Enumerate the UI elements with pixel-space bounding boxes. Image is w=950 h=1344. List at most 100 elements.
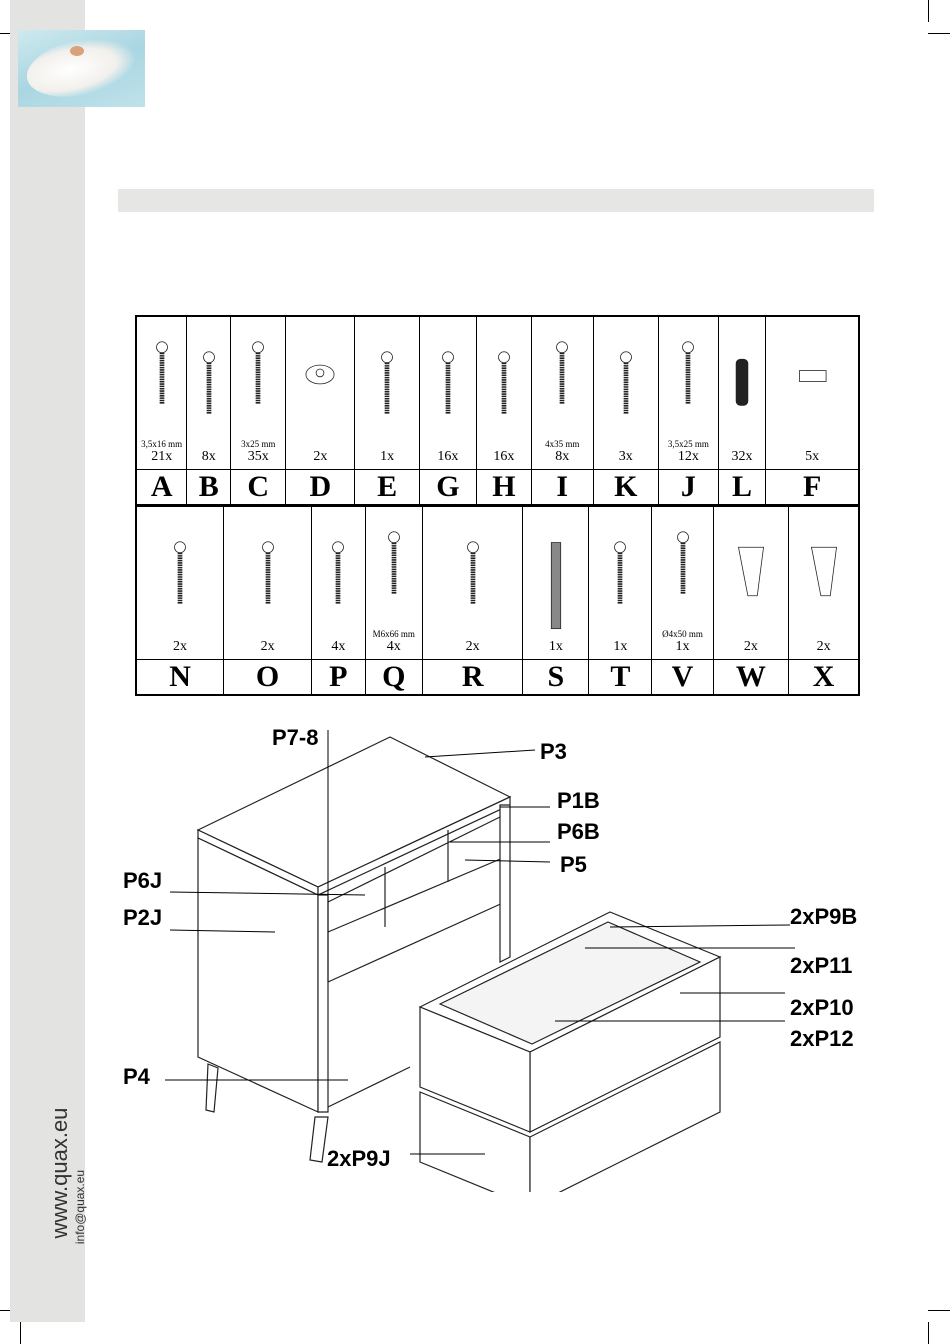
part-size: 3,5x16 mm: [141, 439, 183, 449]
part-quantity: 2x: [816, 639, 831, 654]
cam-bolt-icon: [441, 351, 454, 414]
part-letter: T: [588, 659, 653, 696]
dowel-icon: [735, 358, 749, 406]
part-letter: B: [186, 469, 232, 506]
crop-mark: [928, 1310, 950, 1311]
part-size: M6x66 mm: [372, 629, 415, 639]
sidebar: www.quax.eu info@quax.eu: [10, 0, 87, 1322]
part-quantity: 4x: [331, 639, 346, 654]
part-quantity: 1x: [613, 639, 628, 654]
washer-icon: [305, 364, 335, 385]
label-p4: P4: [123, 1064, 151, 1089]
part-cell-w: 2x: [712, 505, 790, 660]
crop-mark: [928, 1322, 929, 1344]
part-cell-f: 5x: [765, 315, 860, 470]
part-quantity: 12x: [677, 449, 699, 464]
leg-icon: [810, 546, 837, 597]
part-quantity: 2x: [260, 639, 275, 654]
long-screw-icon: [202, 351, 215, 414]
drawer-runner-icon: [261, 541, 274, 604]
part-letter: E: [354, 469, 420, 506]
label-2xp9b: 2xP9B: [790, 904, 857, 929]
part-quantity: 1x: [380, 449, 395, 464]
part-quantity: 3x: [618, 449, 633, 464]
strip-icon: [550, 542, 561, 630]
wall-plug-icon: [614, 541, 627, 604]
part-letter: F: [765, 469, 860, 506]
part-cell-p: 4x: [311, 505, 366, 660]
part-letter: X: [788, 659, 860, 696]
crop-mark: [928, 0, 929, 22]
wing-image: [21, 30, 141, 106]
part-quantity: 8x: [201, 449, 216, 464]
part-letter: R: [421, 659, 524, 696]
part-cell-d: 2x: [285, 315, 356, 470]
part-quantity: 35x: [247, 449, 269, 464]
label-p2j: P2J: [123, 905, 162, 930]
part-letter: J: [657, 469, 719, 506]
part-letter: C: [230, 469, 287, 506]
part-letter: W: [712, 659, 790, 696]
part-quantity: 2x: [465, 639, 480, 654]
header-photo: [18, 30, 145, 107]
leg-icon: [737, 546, 764, 597]
title-band: [118, 189, 874, 212]
label-2xp12: 2xP12: [790, 1026, 854, 1051]
part-cell-n: 2x: [135, 505, 225, 660]
part-cell-s: 1x: [522, 505, 590, 660]
label-p1b: P1B: [557, 788, 600, 813]
bracket-icon: [799, 370, 827, 382]
plug-icon: [619, 351, 632, 414]
part-cell-e: 1x: [354, 315, 420, 470]
part-cell-b: 8x: [186, 315, 232, 470]
part-quantity: 4x: [386, 639, 401, 654]
label-p3: P3: [540, 739, 567, 764]
part-quantity: 8x: [555, 449, 570, 464]
part-cell-k: 3x: [592, 315, 659, 470]
screw-icon: [155, 341, 168, 404]
part-quantity: 2x: [173, 639, 188, 654]
screw-icon: [676, 531, 689, 594]
part-quantity: 2x: [313, 449, 328, 464]
part-letter: P: [311, 659, 366, 696]
part-letter: S: [522, 659, 590, 696]
label-2xp11: 2xP11: [790, 953, 852, 978]
cam-lock-icon: [498, 351, 510, 414]
barrel-nut-icon: [332, 541, 345, 604]
part-cell-o: 2x: [223, 505, 313, 660]
part-letter: Q: [364, 659, 423, 696]
push-opener-icon: [466, 541, 479, 604]
part-size: 3x25 mm: [241, 439, 276, 449]
part-size: 3,5x25 mm: [667, 439, 709, 449]
part-quantity: 32x: [731, 449, 753, 464]
part-quantity: 5x: [805, 449, 820, 464]
assembly-diagram: P7-8 P3 P1B P6B P5 P6J P2J 2xP9B 2xP11 2…: [123, 725, 857, 1192]
part-quantity: 2x: [743, 639, 758, 654]
label-2xp9j: 2xP9J: [327, 1146, 391, 1171]
part-letter: N: [135, 659, 225, 696]
label-2xp10: 2xP10: [790, 995, 854, 1020]
part-letter: H: [475, 469, 532, 506]
bolt-icon: [387, 531, 400, 594]
hex-key-icon: [381, 351, 394, 414]
screw-icon: [556, 341, 569, 404]
email-text: info@quax.eu: [73, 1169, 87, 1245]
label-p7-8: P7-8: [272, 725, 318, 750]
part-letter: K: [592, 469, 659, 506]
part-letter: A: [135, 469, 188, 506]
crop-mark: [20, 1322, 21, 1344]
part-quantity: 21x: [151, 449, 173, 464]
label-p5: P5: [560, 852, 587, 877]
screw-icon: [682, 341, 695, 404]
label-p6j: P6J: [123, 868, 162, 893]
part-letter: V: [651, 659, 714, 696]
part-cell-g: 16x: [418, 315, 477, 470]
part-quantity: 16x: [493, 449, 515, 464]
figure-image: [70, 46, 84, 56]
part-letter: O: [223, 659, 313, 696]
crop-mark: [928, 33, 950, 34]
